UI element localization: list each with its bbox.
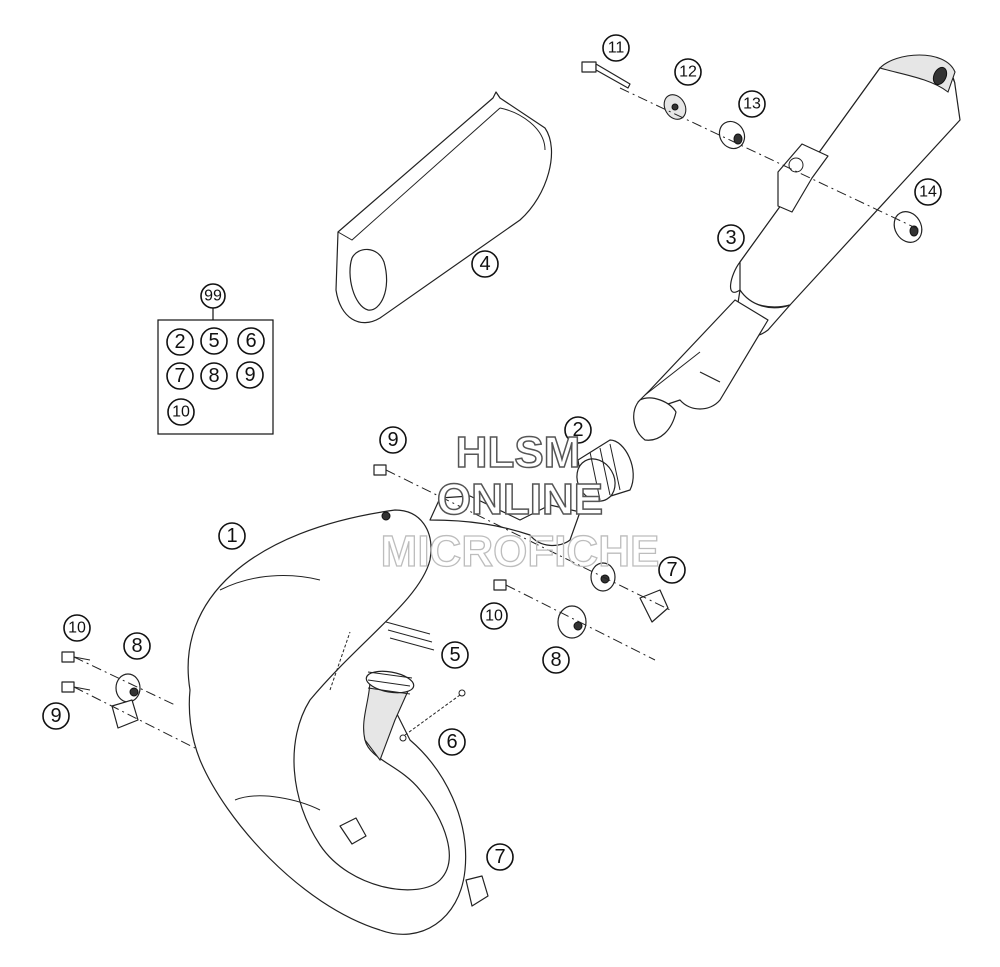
watermark-line-3: MICROFICHE	[381, 527, 660, 576]
callout-6[interactable]: 6	[438, 728, 466, 756]
silencer-bolt[interactable]	[581, 61, 631, 89]
heat-shield-sleeve[interactable]	[335, 91, 553, 324]
mount-axis-mid	[505, 584, 656, 661]
bolt-mid-10[interactable]	[493, 579, 507, 591]
callout-13[interactable]: 13	[738, 90, 766, 118]
bolt-left-10[interactable]	[61, 651, 91, 663]
svg-text:5: 5	[449, 644, 460, 666]
mount-axis-left-upper	[73, 656, 176, 706]
svg-text:3: 3	[725, 227, 736, 249]
svg-text:9: 9	[387, 429, 398, 451]
exhaust-pipe[interactable]	[187, 495, 581, 935]
callout-8-right[interactable]: 8	[542, 646, 570, 674]
callout-7-lower[interactable]: 7	[486, 843, 514, 871]
callout-14[interactable]: 14	[914, 178, 942, 206]
callout-10-left[interactable]: 10	[63, 614, 91, 642]
kit-item-10: 10	[172, 404, 190, 421]
kit-label: 99	[204, 288, 222, 305]
mount-axis-left-lower	[73, 686, 196, 749]
svg-text:9: 9	[50, 705, 61, 727]
svg-text:7: 7	[494, 846, 505, 868]
svg-text:8: 8	[550, 649, 561, 671]
exhaust-spring-5[interactable]	[385, 621, 435, 651]
kit-item-5: 5	[208, 330, 219, 352]
callout-9-left[interactable]: 9	[42, 702, 70, 730]
svg-text:13: 13	[743, 96, 761, 113]
svg-text:7: 7	[666, 559, 677, 581]
callout-7-upper[interactable]: 7	[658, 556, 686, 584]
callout-3[interactable]: 3	[717, 224, 745, 252]
mount-axis-upper	[385, 469, 671, 611]
kit-item-9: 9	[244, 364, 255, 386]
svg-text:12: 12	[679, 64, 697, 81]
exhaust-spring-6[interactable]	[399, 689, 466, 742]
silencer-grommet-outer[interactable]	[715, 117, 750, 153]
kit-item-7: 7	[174, 365, 185, 387]
svg-text:11: 11	[608, 40, 625, 57]
bracket-clip-upper[interactable]	[639, 589, 669, 623]
mount-axis-line	[619, 87, 921, 231]
svg-text:10: 10	[485, 608, 503, 625]
bolt-left-9[interactable]	[61, 681, 91, 693]
watermark-line-2: ONLINE	[437, 475, 603, 524]
flange-ring	[365, 670, 415, 695]
callout-5[interactable]: 5	[441, 641, 469, 669]
rubber-mount-mid[interactable]	[557, 605, 587, 639]
rubber-connector[interactable]	[569, 439, 634, 508]
rubber-mount-left[interactable]	[111, 673, 141, 729]
silencer-grommet-inner[interactable]	[889, 207, 928, 248]
kit-item-2: 2	[174, 331, 185, 353]
kit-box: 99 2 5 6 7 8 9 10	[157, 283, 274, 435]
callout-1[interactable]: 1	[218, 522, 246, 550]
svg-text:6: 6	[446, 731, 457, 753]
svg-text:2: 2	[572, 419, 583, 441]
svg-text:4: 4	[479, 253, 490, 275]
callout-11[interactable]: 11	[602, 34, 630, 62]
callout-2[interactable]: 2	[564, 416, 592, 444]
watermark-line-1: HLSM	[456, 428, 581, 477]
callout-9-upper[interactable]: 9	[379, 426, 407, 454]
kit-item-6: 6	[245, 330, 256, 352]
svg-text:14: 14	[919, 184, 937, 201]
watermark: HLSM ONLINE MICROFICHE	[380, 427, 660, 576]
callout-12[interactable]: 12	[674, 58, 702, 86]
svg-text:1: 1	[226, 525, 237, 547]
svg-text:8: 8	[131, 635, 142, 657]
callout-4[interactable]: 4	[471, 250, 499, 278]
silencer[interactable]	[633, 54, 961, 441]
kit-item-8: 8	[208, 365, 219, 387]
svg-text:10: 10	[68, 620, 86, 637]
silencer-washer[interactable]	[660, 91, 690, 124]
bracket-clip-lower[interactable]	[465, 875, 489, 907]
callout-8-left[interactable]: 8	[123, 632, 151, 660]
mounted-spring	[329, 631, 351, 691]
callout-10-mid[interactable]: 10	[480, 602, 508, 630]
bolt-upper-9[interactable]	[373, 464, 387, 476]
